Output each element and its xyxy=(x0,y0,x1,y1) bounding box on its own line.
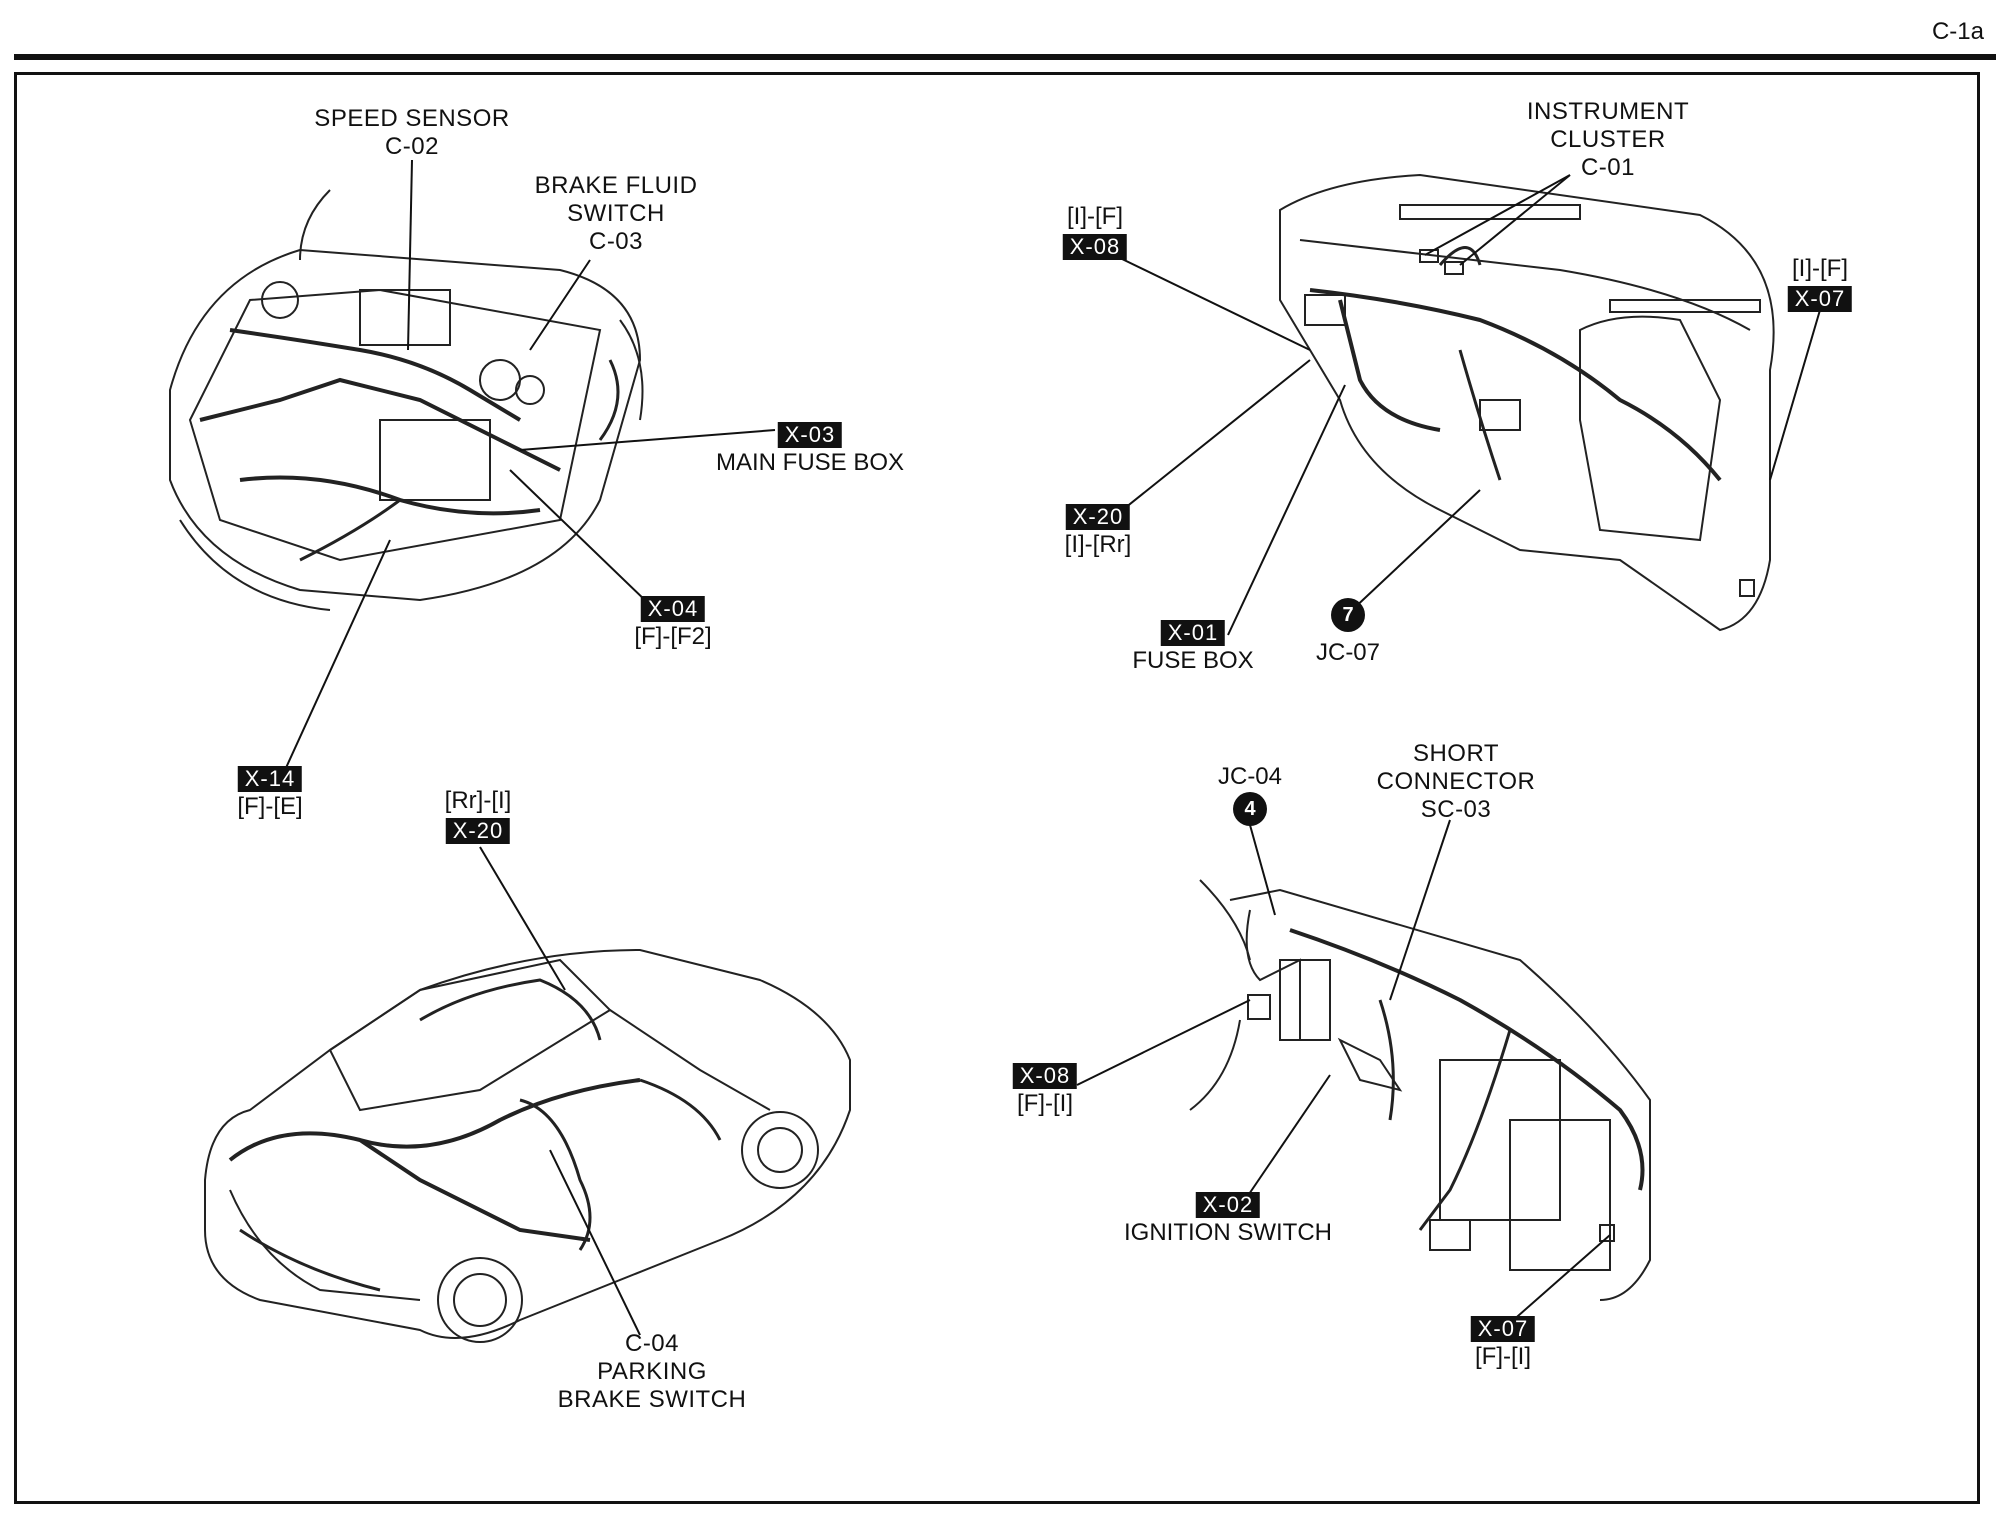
dash-x07-tag: X-07 xyxy=(1787,286,1853,312)
speed-sensor-label: SPEED SENSOR C-02 xyxy=(314,105,509,161)
parking-brake-name: PARKING xyxy=(597,1358,707,1385)
dash-x07-sub: [I]-[F] xyxy=(1792,255,1848,282)
short-connector-name-2: CONNECTOR xyxy=(1376,768,1536,795)
jc07-label: JC-07 xyxy=(1315,639,1381,666)
instrument-cluster-code: C-01 xyxy=(1580,154,1636,181)
brake-fluid-switch-label: BRAKE FLUID SWITCH C-03 xyxy=(535,172,698,256)
callout-leaders xyxy=(284,159,1821,1336)
engine-bay-illustration xyxy=(169,189,644,611)
instrument-cluster-label: INSTRUMENT CLUSTER C-01 xyxy=(1527,98,1689,182)
car-x20-sub: [Rr]-[I] xyxy=(444,787,512,814)
short-connector-name: SHORT xyxy=(1412,740,1500,767)
lower-dash-illustration xyxy=(1189,879,1651,1301)
parking-brake-code: C-04 xyxy=(624,1330,680,1357)
dashboard-illustration xyxy=(1279,173,1775,632)
fuse-box-label: FUSE BOX xyxy=(1132,647,1254,674)
brake-fluid-code: C-03 xyxy=(588,228,644,255)
parking-brake-name-2: BRAKE SWITCH xyxy=(557,1386,747,1413)
jc04-marker: 4 xyxy=(1233,792,1267,826)
brake-fluid-name-2: SWITCH xyxy=(567,200,665,227)
jc04-label: JC-04 xyxy=(1217,763,1283,790)
car-body-illustration xyxy=(204,948,851,1343)
dash-x20-tag: X-20 xyxy=(1065,504,1131,530)
lower-x08-tag: X-08 xyxy=(1012,1063,1078,1089)
dash-x20-sub: [I]-[Rr] xyxy=(1064,531,1132,558)
lower-x08-sub: [F]-[I] xyxy=(1017,1090,1073,1117)
x14-sub: [F]-[E] xyxy=(237,793,303,820)
x04-tag: X-04 xyxy=(640,596,706,622)
lower-x07-sub: [F]-[I] xyxy=(1475,1343,1531,1370)
main-fuse-box-label: MAIN FUSE BOX xyxy=(715,449,905,476)
x04-sub: [F]-[F2] xyxy=(634,623,712,650)
instrument-cluster-name: INSTRUMENT xyxy=(1526,98,1690,125)
x02-tag: X-02 xyxy=(1195,1192,1261,1218)
jc07-marker: 7 xyxy=(1331,598,1365,632)
x14-tag: X-14 xyxy=(237,766,303,792)
x01-tag: X-01 xyxy=(1160,620,1226,646)
car-x20-tag: X-20 xyxy=(445,818,511,844)
header-rule xyxy=(14,54,1996,60)
speed-sensor-name: SPEED SENSOR xyxy=(314,105,510,132)
brake-fluid-name: BRAKE FLUID xyxy=(534,172,698,199)
parking-brake-switch-label: C-04 PARKING BRAKE SWITCH xyxy=(558,1330,747,1414)
short-connector-label: SHORT CONNECTOR SC-03 xyxy=(1377,740,1536,824)
ignition-switch-label: IGNITION SWITCH xyxy=(1124,1219,1332,1246)
diagram-frame xyxy=(14,72,1980,1504)
speed-sensor-code: C-02 xyxy=(384,133,440,160)
x03-tag: X-03 xyxy=(777,422,843,448)
page-id: C-1a xyxy=(1931,18,1984,45)
dash-x08-tag: X-08 xyxy=(1062,234,1128,260)
instrument-cluster-name-2: CLUSTER xyxy=(1550,126,1666,153)
short-connector-code: SC-03 xyxy=(1420,796,1492,823)
lower-x07-tag: X-07 xyxy=(1470,1316,1536,1342)
dash-x08-sub: [I]-[F] xyxy=(1067,203,1123,230)
